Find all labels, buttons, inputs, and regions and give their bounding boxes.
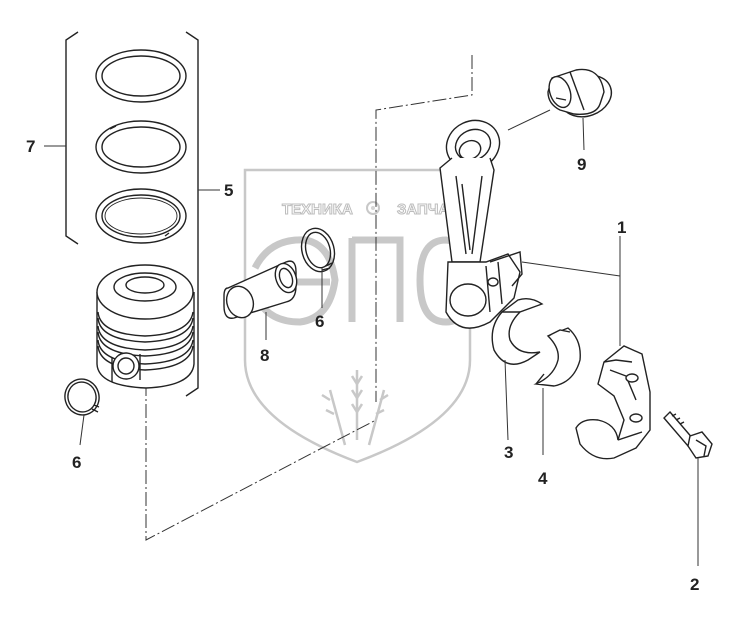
circlip-right [300, 227, 336, 273]
connecting-rod-cap [575, 345, 651, 460]
wheat-emblem [321, 370, 389, 446]
piston-ring-top [95, 49, 187, 103]
assembly-lines [145, 55, 473, 541]
callout-9: 9 [577, 155, 586, 174]
leader-lines [44, 109, 699, 566]
callout-4: 4 [538, 469, 548, 488]
connecting-rod-bolt [663, 410, 713, 459]
piston-pin [223, 260, 298, 319]
bearing-shell-upper [491, 297, 544, 365]
callout-1: 1 [617, 218, 626, 237]
small-end-bushing [547, 68, 613, 118]
piston [96, 264, 195, 389]
watermark: ТЕХНИКА ЗАПЧАСТИ [243, 168, 480, 464]
callout-6-left: 6 [72, 453, 81, 472]
connecting-rod [439, 119, 523, 329]
ring-bracket-7 [65, 31, 79, 245]
callout-5: 5 [224, 181, 233, 200]
watermark-left-word: ТЕХНИКА [282, 201, 353, 218]
callout-3: 3 [504, 443, 513, 462]
piston-bracket-5 [185, 31, 199, 397]
piston-ring-middle [95, 120, 187, 174]
circlip-left [64, 378, 100, 416]
callout-labels: 1 2 3 4 5 6 6 7 8 9 [26, 137, 699, 594]
gear-icon [366, 201, 380, 215]
callout-8: 8 [260, 346, 269, 365]
bearing-shell-lower [533, 327, 581, 387]
callout-2: 2 [690, 575, 699, 594]
piston-ring-oil [95, 188, 187, 244]
callout-7: 7 [26, 137, 35, 156]
callout-6-right: 6 [315, 312, 324, 331]
